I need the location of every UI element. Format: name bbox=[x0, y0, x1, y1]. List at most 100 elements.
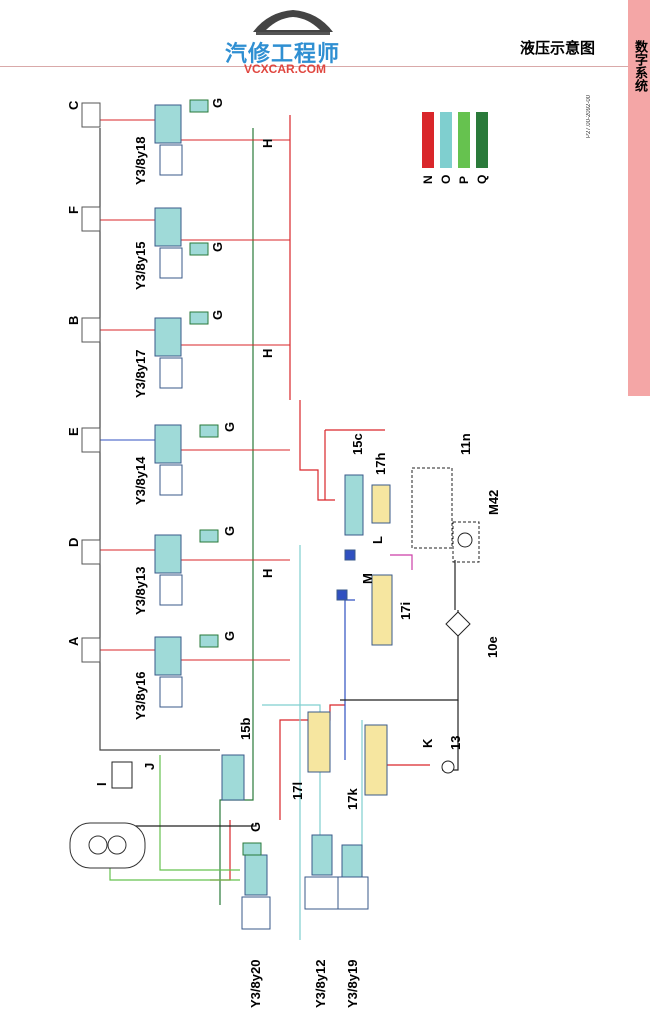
legend-label-O: O bbox=[439, 175, 453, 184]
filter-10e-icon bbox=[445, 611, 471, 637]
label-y20: Y3/8y20 bbox=[248, 960, 263, 1008]
pump-M42-icon bbox=[457, 532, 473, 548]
component-11n bbox=[411, 467, 480, 563]
label-G2: G bbox=[210, 242, 225, 252]
valve-L bbox=[344, 549, 356, 561]
accumulator-G2 bbox=[189, 242, 209, 256]
label-y16: Y3/8y16 bbox=[133, 672, 148, 720]
page-title: 液压示意图 bbox=[520, 39, 596, 57]
label-G5: G bbox=[222, 526, 237, 536]
label-y13: Y3/8y13 bbox=[133, 567, 148, 615]
label-15b: 15b bbox=[238, 718, 253, 740]
line-cyan-1 bbox=[262, 704, 321, 840]
valve-15c bbox=[344, 474, 364, 536]
valve-y20 bbox=[241, 854, 271, 930]
label-17i: 17i bbox=[398, 602, 413, 620]
legend-bar-P bbox=[458, 112, 470, 168]
label-15c: 15c bbox=[350, 433, 365, 455]
label-G3: G bbox=[210, 310, 225, 320]
component-M42 bbox=[452, 521, 480, 563]
label-G4: G bbox=[222, 422, 237, 432]
logo-url: VCXCAR.COM bbox=[244, 62, 327, 76]
accumulator-G1 bbox=[189, 99, 209, 113]
label-J: J bbox=[142, 763, 157, 770]
label-G7: G bbox=[248, 822, 263, 832]
accumulator-G5 bbox=[199, 529, 219, 543]
valve-y15 bbox=[154, 207, 183, 279]
legend-bar-Q bbox=[476, 112, 488, 168]
side-tab: 数字系统 bbox=[628, 0, 650, 396]
clutch-connectors bbox=[81, 102, 101, 663]
clutch-E bbox=[81, 427, 101, 453]
clutch-feed-lines bbox=[98, 119, 290, 661]
accumulators-G bbox=[189, 99, 262, 856]
valve-y17 bbox=[154, 317, 183, 389]
label-G1: G bbox=[210, 98, 225, 108]
accumulator-G6 bbox=[199, 634, 219, 648]
clutch-A bbox=[81, 637, 101, 663]
clutch-B bbox=[81, 317, 101, 343]
legend-bar-N bbox=[422, 112, 434, 168]
label-y12: Y3/8y12 bbox=[313, 960, 328, 1008]
clutch-D bbox=[81, 539, 101, 565]
valve-y16 bbox=[154, 636, 183, 708]
line-blue-1 bbox=[344, 599, 355, 760]
clutch-F bbox=[81, 206, 101, 232]
legend-label-N: N bbox=[421, 175, 435, 184]
accumulator-G3 bbox=[189, 311, 209, 325]
legend-label-P: P bbox=[457, 176, 471, 184]
label-M42: M42 bbox=[486, 490, 501, 515]
central-valves bbox=[221, 474, 393, 801]
line-pink bbox=[390, 554, 413, 570]
label-I: I bbox=[94, 782, 109, 786]
label-17l: 17l bbox=[290, 782, 305, 800]
label-y17: Y3/8y17 bbox=[133, 350, 148, 398]
label-H2: H bbox=[260, 349, 275, 358]
label-C: C bbox=[66, 100, 81, 110]
legend-bar-O bbox=[440, 112, 452, 168]
label-11n: 11n bbox=[458, 433, 473, 455]
label-M: M bbox=[360, 573, 375, 584]
label-13: 13 bbox=[448, 736, 463, 750]
line-green-1 bbox=[159, 755, 240, 871]
label-y19: Y3/8y19 bbox=[345, 960, 360, 1008]
line-red-top bbox=[324, 429, 385, 500]
hydraulic-lines bbox=[99, 115, 459, 940]
torque-converter-icon bbox=[69, 822, 146, 869]
line-black-pump bbox=[340, 560, 459, 701]
logo-car-icon bbox=[253, 10, 333, 35]
valve-y19 bbox=[337, 844, 369, 910]
label-A: A bbox=[66, 636, 81, 646]
valve-15b bbox=[221, 754, 245, 801]
valve-y14 bbox=[154, 424, 183, 496]
diagram-labels: C F B E D A Y3/8y18 Y3/8y15 Y3/8y17 Y3/8… bbox=[66, 98, 501, 1008]
label-G6: G bbox=[222, 631, 237, 641]
line-main-n bbox=[289, 115, 335, 501]
valve-17h bbox=[371, 484, 391, 524]
line-black-13 bbox=[442, 700, 459, 771]
valve-17i bbox=[371, 574, 393, 646]
clutch-C bbox=[81, 102, 101, 128]
legend-label-Q: Q bbox=[475, 175, 489, 184]
side-tab-label: 数字系统 bbox=[632, 40, 647, 92]
accumulator-G7 bbox=[242, 842, 262, 856]
label-y18: Y3/8y18 bbox=[133, 137, 148, 185]
valve-y12 bbox=[304, 834, 340, 910]
label-L: L bbox=[370, 536, 385, 544]
valve-y18 bbox=[154, 104, 183, 176]
label-B: B bbox=[66, 316, 81, 325]
legend: N O P Q bbox=[421, 112, 489, 184]
cooler-J-icon bbox=[111, 761, 133, 789]
label-E: E bbox=[66, 427, 81, 436]
label-K: K bbox=[420, 738, 435, 748]
accumulator-G4 bbox=[199, 424, 219, 438]
header-divider bbox=[0, 66, 628, 67]
valve-17l bbox=[307, 711, 331, 773]
valve-y13 bbox=[154, 534, 183, 606]
label-H3: H bbox=[260, 569, 275, 578]
logo-text: 汽修工程师 bbox=[225, 42, 341, 67]
valve-M bbox=[336, 589, 348, 601]
label-D: D bbox=[66, 538, 81, 547]
